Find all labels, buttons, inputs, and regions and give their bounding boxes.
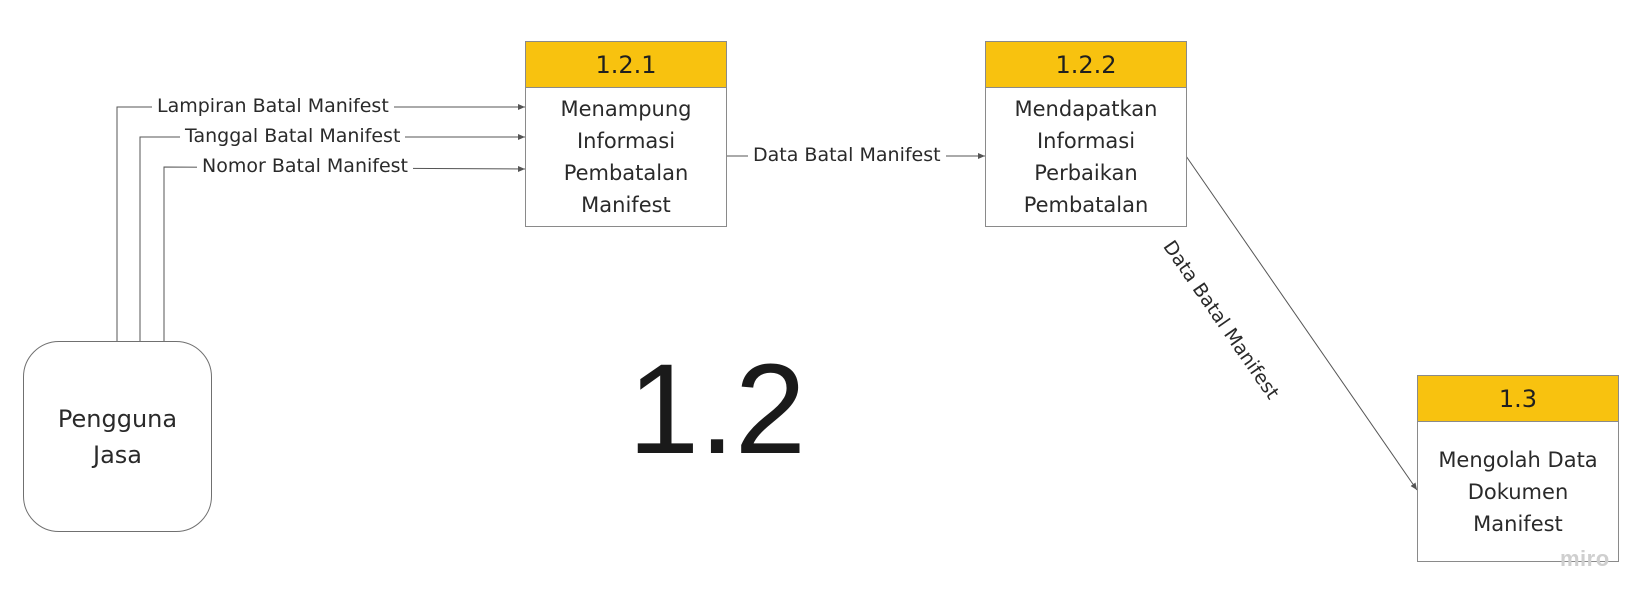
- flow-label-tanggal: Tanggal Batal Manifest: [180, 124, 406, 148]
- process-label: Menampung Informasi Pembatalan Manifest: [560, 97, 692, 217]
- process-1-2-1[interactable]: 1.2.1 Menampung Informasi Pembatalan Man…: [525, 41, 727, 227]
- diagram-number: 1.2: [628, 338, 806, 481]
- entity-pengguna-jasa[interactable]: Pengguna Jasa: [23, 341, 212, 532]
- process-id: 1.2.2: [986, 42, 1186, 88]
- process-id: 1.3: [1418, 376, 1618, 422]
- flow-line-data-2: [1185, 155, 1418, 491]
- process-id: 1.2.1: [526, 42, 726, 88]
- process-label: Mendapatkan Informasi Perbaikan Pembatal…: [1014, 97, 1158, 217]
- flow-line-nomor: [163, 165, 526, 341]
- flow-label-nomor: Nomor Batal Manifest: [197, 154, 413, 178]
- process-1-2-2[interactable]: 1.2.2 Mendapatkan Informasi Perbaikan Pe…: [985, 41, 1187, 227]
- process-label: Mengolah Data Dokumen Manifest: [1438, 447, 1598, 536]
- miro-watermark: miro: [1560, 546, 1610, 571]
- flow-label-lampiran: Lampiran Batal Manifest: [152, 94, 394, 118]
- process-1-3[interactable]: 1.3 Mengolah Data Dokumen Manifest: [1417, 375, 1619, 562]
- flow-label-data-1: Data Batal Manifest: [748, 143, 946, 167]
